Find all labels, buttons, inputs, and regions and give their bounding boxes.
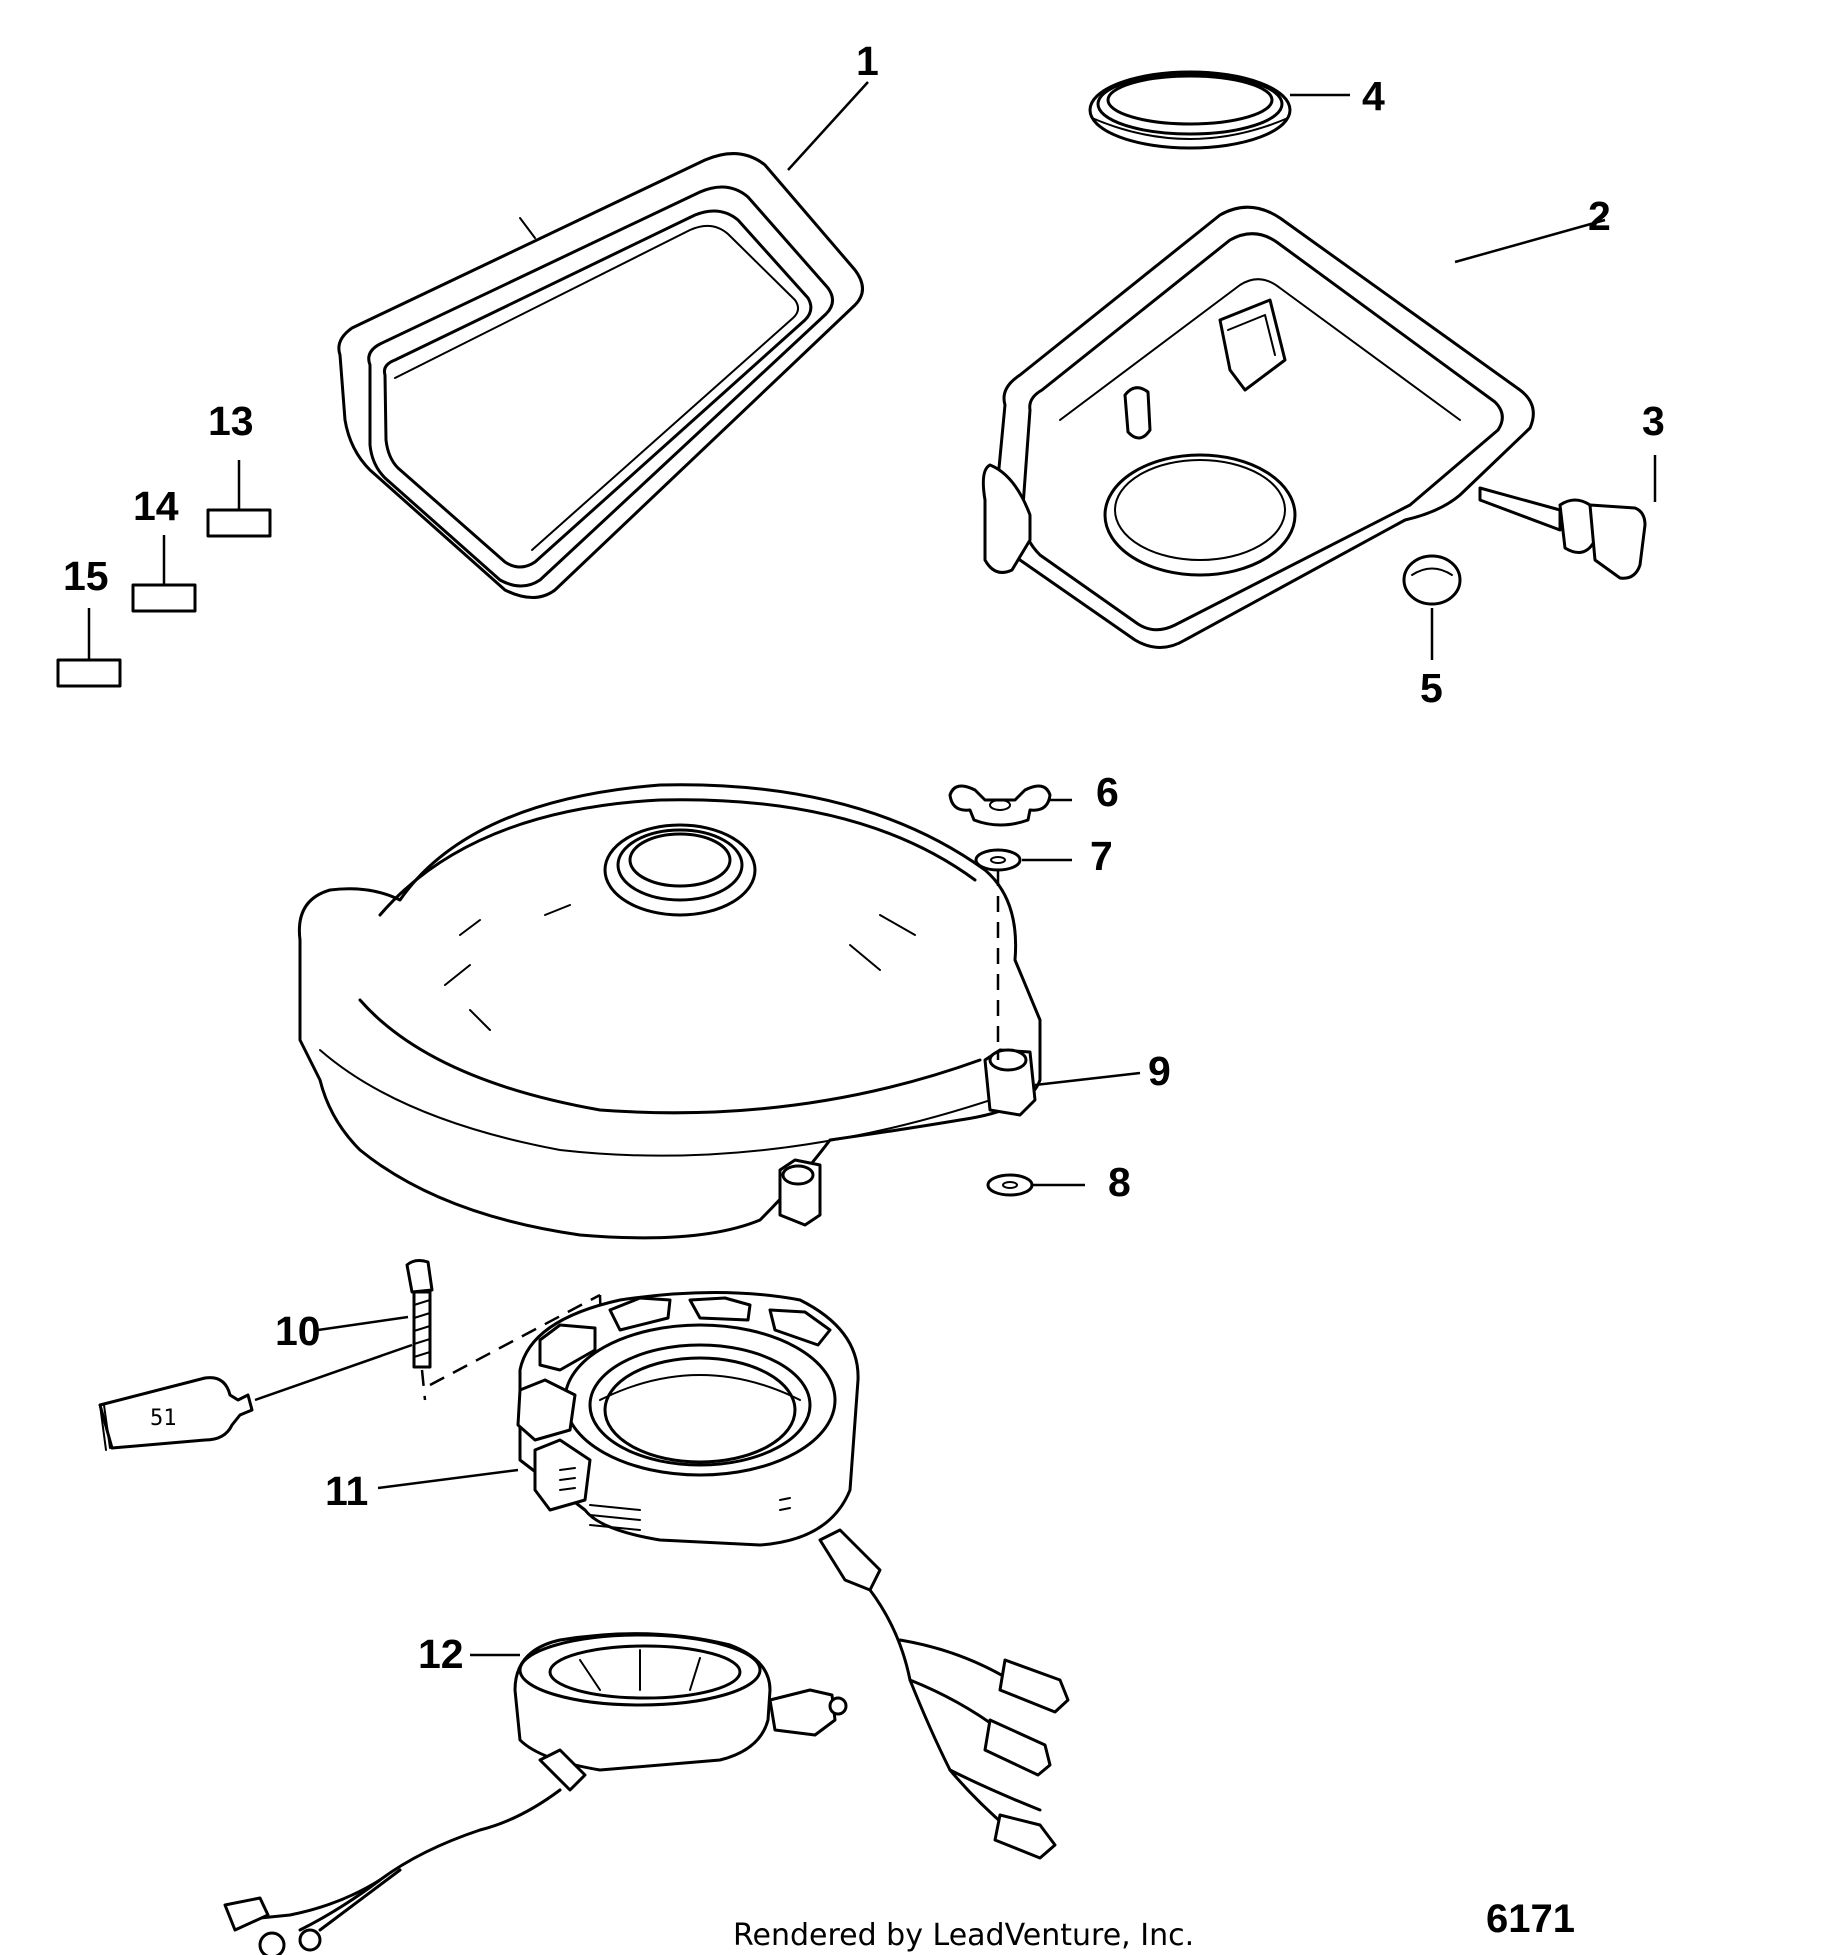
part-10-screw (405, 1259, 434, 1369)
plate-number: 6171 (1486, 1897, 1575, 1941)
part-1-bezel (337, 152, 864, 599)
callout-10: 10 (275, 1308, 321, 1354)
part-2-housing (981, 205, 1535, 649)
callout-2: 2 (1588, 193, 1611, 239)
callout-9: 9 (1148, 1048, 1171, 1094)
callout-6: 6 (1096, 769, 1119, 815)
part-11-stator (516, 1291, 1070, 1860)
part-12-trigger (223, 1632, 848, 1955)
part-4-gasket-ring (1088, 70, 1292, 150)
callout-1: 1 (856, 38, 879, 84)
callout-3: 3 (1642, 398, 1665, 444)
part-8-washer (986, 1173, 1034, 1197)
callout-7: 7 (1090, 833, 1113, 879)
part-6-wing-nut (948, 784, 1052, 827)
callout-11: 11 (325, 1468, 368, 1514)
callout-5: 5 (1420, 665, 1443, 711)
leader-lines (87, 81, 1657, 1657)
callout-14: 14 (133, 483, 179, 529)
part-5-plug (1402, 554, 1462, 606)
tube-label: 51 (150, 1406, 177, 1431)
sealant-tube-51: 51 (98, 1376, 254, 1451)
part-9-flywheel-cover (297, 783, 1042, 1240)
callout-8: 8 (1108, 1159, 1131, 1205)
callout-labels: 1 2 3 4 5 6 7 8 9 10 11 12 13 14 15 (63, 38, 1665, 1677)
callout-15: 15 (63, 553, 109, 599)
callout-12: 12 (418, 1631, 464, 1677)
part-7-washer (974, 848, 1022, 872)
render-credit: Rendered by LeadVenture, Inc. (733, 1918, 1194, 1953)
callout-4: 4 (1362, 73, 1385, 119)
callout-13: 13 (208, 398, 254, 444)
part-3-knob (1478, 486, 1647, 580)
